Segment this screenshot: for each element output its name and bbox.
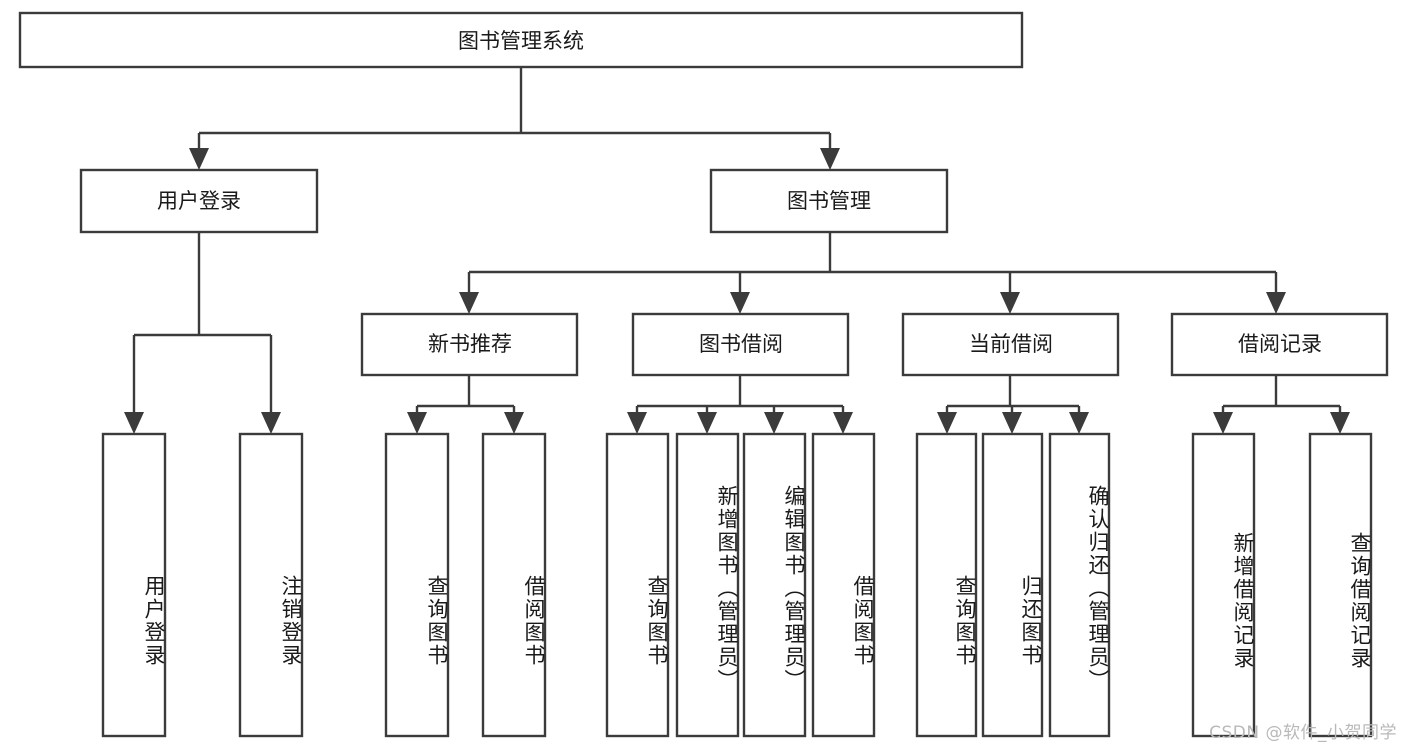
leaf-box-cb-1[interactable] [981, 432, 1044, 738]
arrow-head-book-mgmt [820, 148, 840, 170]
arrow-head-leaf-cb-2 [1069, 412, 1089, 434]
csdn-watermark: CSDN @软件_小贺同学 [1209, 723, 1397, 743]
arrow-head-leaf-br-1 [1330, 412, 1350, 434]
leaf-box-bb-2[interactable] [742, 432, 807, 738]
arrow-head-current-borrow [1000, 292, 1020, 314]
arrow-head-leaf-bb-0 [627, 412, 647, 434]
leaf-box-cb-2[interactable] [1048, 432, 1111, 738]
leaf-box-nbr-0[interactable] [384, 432, 450, 738]
leaf-box-user-login-0[interactable] [101, 432, 167, 738]
connector-group-current-borrow [937, 375, 1089, 434]
leaf-box-bb-3[interactable] [811, 432, 876, 738]
node-root-box[interactable] [18, 11, 1024, 69]
arrow-head-leaf-nbr-1 [504, 412, 524, 434]
node-root-label: 图书管理系统 [458, 29, 584, 53]
connector-group-borrow-record [1213, 375, 1350, 434]
connector-group-user-login [124, 232, 281, 434]
arrow-head-leaf-user-login-1 [261, 412, 281, 434]
connector-group-root [189, 67, 840, 170]
connector-group-new-book-recommend [407, 375, 524, 434]
leaf-box-nbr-1[interactable] [481, 432, 547, 738]
arrow-head-leaf-user-login-0 [124, 412, 144, 434]
node-user-login-label: 用户登录 [157, 189, 241, 213]
node-borrow-record-box[interactable] [1170, 312, 1389, 377]
arrow-head-leaf-bb-3 [833, 412, 853, 434]
node-current-borrow-box[interactable] [901, 312, 1120, 377]
connector-group-book-mgmt [459, 232, 1286, 314]
arrow-head-leaf-cb-0 [937, 412, 957, 434]
node-book-mgmt-label: 图书管理 [787, 189, 871, 213]
leaf-box-cb-0[interactable] [915, 432, 978, 738]
arrow-head-leaf-br-0 [1213, 412, 1233, 434]
node-book-borrow-label: 图书借阅 [699, 332, 783, 356]
leaf-box-bb-1[interactable] [675, 432, 740, 738]
node-book-borrow-box[interactable] [631, 312, 850, 377]
node-current-borrow-label: 当前借阅 [969, 332, 1053, 356]
node-new-book-recommend-label: 新书推荐 [428, 332, 512, 356]
leaf-box-user-login-1[interactable] [238, 432, 304, 738]
node-user-login-box[interactable] [79, 168, 319, 234]
arrow-head-leaf-cb-1 [1002, 412, 1022, 434]
arrow-head-new-book-recommend [459, 292, 479, 314]
node-book-mgmt-box[interactable] [709, 168, 949, 234]
leaf-box-br-0[interactable] [1191, 432, 1256, 738]
leaf-box-br-1[interactable] [1308, 432, 1373, 738]
arrow-head-book-borrow [730, 292, 750, 314]
leaf-box-bb-0[interactable] [605, 432, 670, 738]
arrow-head-borrow-record [1266, 292, 1286, 314]
node-new-book-recommend-box[interactable] [360, 312, 579, 377]
node-borrow-record-label: 借阅记录 [1238, 332, 1322, 356]
connector-group-book-borrow [627, 375, 853, 434]
arrow-head-leaf-nbr-0 [407, 412, 427, 434]
arrow-head-leaf-bb-2 [764, 412, 784, 434]
arrow-head-user-login [189, 148, 209, 170]
arrow-head-leaf-bb-1 [697, 412, 717, 434]
